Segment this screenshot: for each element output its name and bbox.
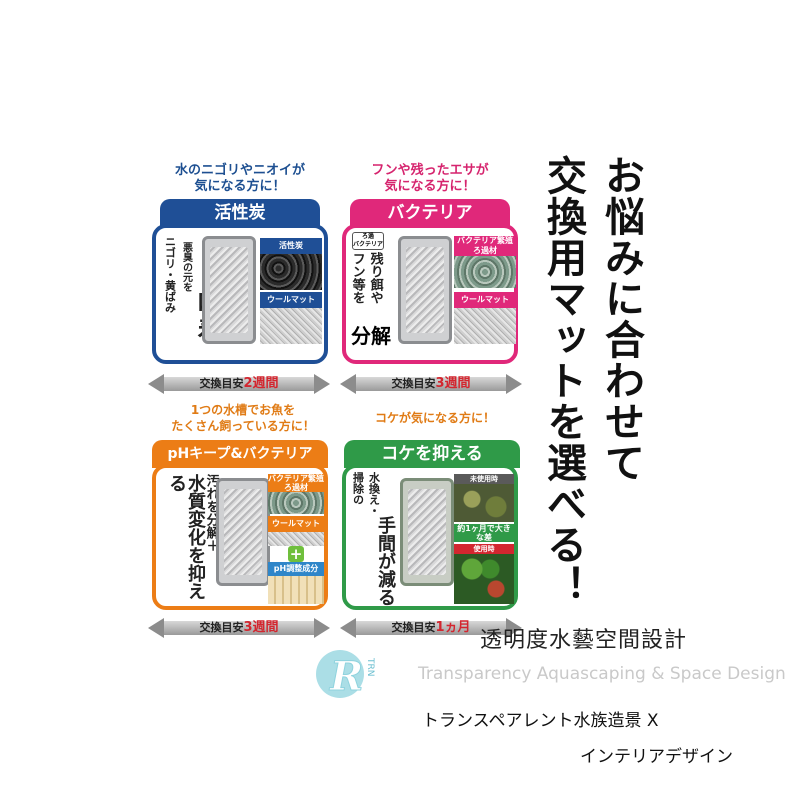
bio-media-image	[454, 256, 516, 288]
plants-after-image	[454, 554, 514, 604]
panel-title: 活性炭	[160, 199, 320, 227]
tile-label: バクテリア繁殖ろ過材	[268, 474, 324, 492]
panel-caption: 1つの水槽でお魚を たくさん飼っている方に！	[148, 402, 338, 434]
claim-small: ニゴリ・黄ばみ	[163, 236, 177, 316]
media-tile: pH調整成分	[268, 562, 324, 604]
tile-label: 活性炭	[260, 238, 322, 254]
claim-small: 水換え・	[367, 472, 381, 516]
caption-line: 気になる方に！	[194, 179, 286, 194]
interval-arrow: 交換目安1ヵ月	[340, 618, 522, 638]
interval-arrow: 交換目安2週間	[148, 374, 330, 394]
brand-name-cn: 透明度水藝空間設計	[480, 628, 688, 653]
badge-line: バクテリア	[353, 241, 384, 248]
caption-line: コケが気になる方に！	[374, 411, 495, 425]
media-tile: バクテリア繁殖ろ過材	[268, 474, 324, 514]
bacteria-badge: ろ過 バクテリア	[352, 232, 384, 250]
svg-text:TRN: TRN	[365, 657, 375, 676]
media-tile: ウールマット	[268, 516, 324, 546]
interval-value: 3週間	[435, 376, 471, 391]
filter-cartridge-image	[400, 478, 454, 586]
panel-caption: コケが気になる方に！	[340, 410, 530, 426]
interval-arrow: 交換目安3週間	[148, 618, 330, 638]
logo-graphic: R TRN	[316, 650, 375, 701]
plants-before-image	[454, 484, 514, 522]
panel-title: バクテリア	[350, 199, 510, 227]
brand-line-jp-2: インテリアデザイン	[580, 747, 733, 767]
plus-icon: +	[288, 545, 304, 563]
panel-caption: フンや残ったエサが 気になる方に！	[340, 163, 520, 195]
interval-value: 3週間	[243, 620, 279, 635]
svg-text:R: R	[329, 653, 363, 700]
panel-card: 水換え・ 掃除の 手間が減る 未使用時 約1ヶ月で大きな差 使用時	[342, 464, 518, 610]
wool-mat-image	[260, 308, 322, 344]
claim-line: 汚れを分解＋	[203, 474, 219, 552]
interval-value: 1ヵ月	[435, 620, 471, 635]
claim-big: 手間が減る	[375, 516, 396, 606]
brand-line-jp-1: トランスペアレント水族造景 X	[422, 711, 659, 731]
tile-label: 未使用時	[454, 474, 514, 484]
interval-label: 交換目安	[199, 377, 244, 390]
tile-label: pH調整成分	[268, 562, 324, 576]
media-tile: ウールマット	[454, 292, 516, 344]
tile-label: 約1ヶ月で大きな差	[454, 524, 514, 542]
caption-line: 1つの水槽でお魚を	[190, 403, 296, 417]
carbon-granules-image	[260, 254, 322, 290]
panel-title: pHキープ&バクテリア	[152, 440, 328, 468]
claim-small: 残り餌や	[367, 252, 383, 304]
tile-label: ウールマット	[260, 292, 322, 308]
interval-label: 交換目安	[199, 621, 244, 634]
brand-logo: R TRN	[310, 638, 390, 718]
panel-card: ニゴリ・黄ばみ 悪臭の元を 吸着 活性炭 ウールマット	[152, 224, 328, 364]
panel-title: コケを抑える	[344, 440, 520, 468]
caption-line: 水のニゴリやニオイが	[174, 163, 305, 178]
media-tile: 未使用時	[454, 474, 514, 522]
filter-cartridge-image	[398, 236, 452, 344]
headline-line-2: 交換用マットを選べる！	[540, 155, 586, 606]
panel-caption: 水のニゴリやニオイが 気になる方に！	[150, 163, 330, 195]
claim-big: 分解	[351, 324, 391, 348]
tile-label: ウールマット	[268, 516, 324, 532]
claim-line: ニゴリ・黄ばみ	[163, 236, 177, 313]
claim-line: 水換え・	[367, 472, 381, 516]
interval-label: 交換目安	[391, 621, 436, 634]
claim-line: 悪臭の元を	[180, 242, 192, 292]
caption-line: 気になる方に！	[384, 179, 476, 194]
badge-line: ろ過	[361, 233, 374, 240]
claim-line: フン等を	[349, 252, 365, 304]
media-tile: バクテリア繁殖ろ過材	[454, 236, 516, 288]
claim-line: 残り餌や	[367, 252, 383, 304]
tile-label: バクテリア繁殖ろ過材	[454, 236, 516, 256]
media-tile: 使用時	[454, 544, 514, 604]
wool-mat-image	[454, 308, 516, 344]
claim-small-2: フン等を	[349, 252, 365, 304]
media-tile: 活性炭	[260, 238, 322, 290]
interval-value: 2週間	[243, 376, 279, 391]
claim-small-2: 掃除の	[351, 472, 365, 505]
headline-line-1: お悩みに合わせて	[598, 155, 644, 483]
media-tile: 約1ヶ月で大きな差	[454, 524, 514, 542]
claim-small: 汚れを分解＋	[203, 474, 219, 552]
claim-line: 掃除の	[351, 472, 365, 505]
caption-line: フンや残ったエサが	[371, 163, 489, 178]
interval-arrow: 交換目安3週間	[340, 374, 522, 394]
claim-big: 水質変化を抑える	[166, 474, 206, 600]
brand-name-en: Transparency Aquascaping & Space Design	[418, 664, 786, 684]
wool-mat-image	[268, 532, 324, 546]
tile-label: 使用時	[454, 544, 514, 554]
panel-card: 汚れを分解＋ 水質変化を抑える バクテリア繁殖ろ過材 ウールマット + pH調整…	[152, 464, 328, 610]
tile-label: ウールマット	[454, 292, 516, 308]
claim-small-2: 悪臭の元を	[180, 242, 192, 322]
interval-label: 交換目安	[391, 377, 436, 390]
caption-line: たくさん飼っている方に！	[171, 419, 315, 433]
media-tile: ウールマット	[260, 292, 322, 344]
filter-cartridge-image	[216, 478, 270, 586]
ph-media-image	[268, 576, 324, 604]
panel-card: ろ過 バクテリア 残り餌や フン等を 分解 バクテリア繁殖ろ過材 ウールマット	[342, 224, 518, 364]
filter-cartridge-image	[202, 236, 256, 344]
bio-media-image	[268, 492, 324, 514]
